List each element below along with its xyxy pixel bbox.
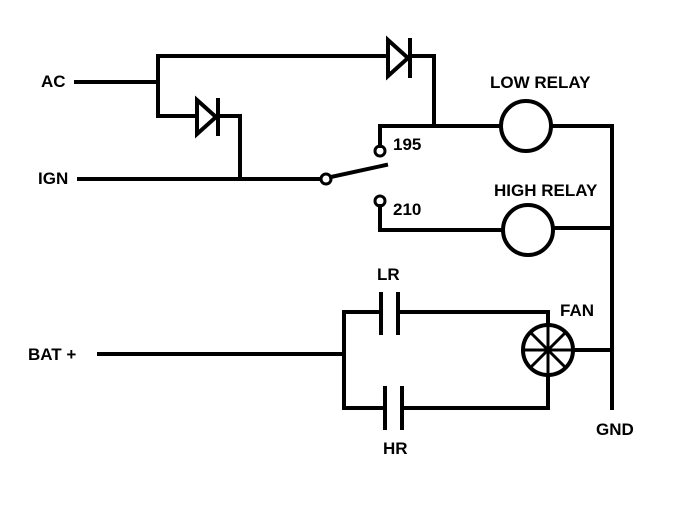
gnd-label: GND	[596, 420, 634, 439]
ac-label: AC	[41, 72, 66, 91]
lower-diode-icon	[195, 95, 220, 139]
low-relay-label: LOW RELAY	[490, 73, 591, 92]
ign-label: IGN	[38, 169, 68, 188]
temp-210-label: 210	[393, 200, 421, 219]
temp-195-label: 195	[393, 135, 421, 154]
fan-circuit	[97, 292, 614, 430]
hr-contact-icon	[383, 386, 404, 430]
ign-circuit	[77, 124, 389, 232]
bat-label: BAT +	[28, 345, 76, 364]
lr-label: LR	[377, 265, 400, 284]
lr-contact-icon	[379, 292, 400, 335]
low-relay-circuit	[378, 99, 614, 153]
high-relay-circuit	[378, 203, 614, 257]
fan-label: FAN	[560, 301, 594, 320]
low-relay-coil-icon	[499, 99, 553, 153]
top-diode-icon	[386, 35, 412, 81]
switch-arm	[328, 162, 389, 180]
ac-circuit	[74, 35, 436, 180]
high-relay-coil-icon	[501, 203, 555, 257]
hr-label: HR	[383, 439, 408, 458]
high-relay-label: HIGH RELAY	[494, 181, 598, 200]
fan-motor-icon	[521, 323, 575, 377]
